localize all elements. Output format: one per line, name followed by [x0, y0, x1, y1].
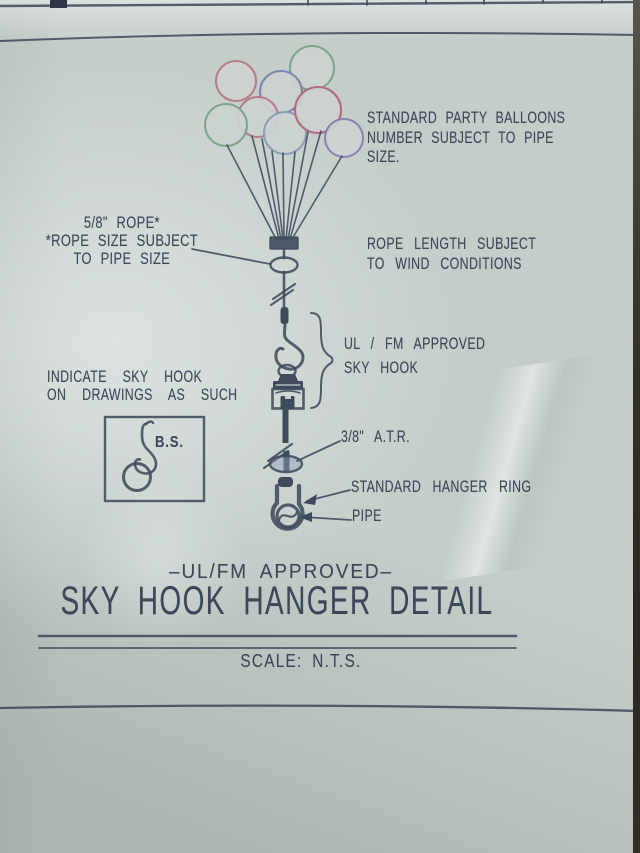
- rope-ferrule: [280, 307, 289, 324]
- hook-curve: [274, 321, 305, 371]
- rope-break-symbol: [269, 282, 297, 307]
- balloon: [262, 110, 308, 156]
- hook-body-core: [280, 396, 295, 409]
- note-pipe: PIPE: [352, 507, 382, 525]
- leader-atr: [296, 440, 341, 462]
- brace-right: [310, 312, 334, 409]
- note-standard-hanger-ring: STANDARD HANGER RING: [351, 478, 532, 496]
- atr-rod: [262, 408, 304, 487]
- pipe-s-curve: [277, 510, 299, 522]
- balloon: [214, 59, 258, 103]
- arrowhead: [299, 512, 312, 522]
- rod-washer: [268, 454, 304, 474]
- photo-edge: [633, 0, 640, 853]
- sheet-border-top: [0, 0, 640, 42]
- hanger-ring-and-pipe: [270, 483, 305, 531]
- bs-ring-glyph: [122, 462, 152, 492]
- titleblock-title: SKY HOOK HANGER DETAIL: [60, 579, 494, 623]
- balloon: [203, 102, 249, 148]
- sheet-border-bottom: [0, 704, 640, 713]
- hanger-ring: [270, 483, 305, 531]
- note-atr: 3/8" A.T.R.: [341, 428, 410, 446]
- titleblock-scale: SCALE: N.T.S.: [240, 651, 362, 671]
- leader-lines: [191, 248, 352, 522]
- title-underline: [37, 634, 518, 649]
- rod-break-symbol: [262, 442, 294, 470]
- rope-loop: [269, 256, 299, 274]
- balloon-cluster: [203, 44, 365, 159]
- leader-rope-size: [191, 248, 271, 265]
- bs-label: B.S.: [155, 434, 184, 451]
- border-tick-block: [50, 0, 67, 8]
- rod-ferrule: [278, 477, 293, 487]
- arrowhead: [303, 494, 317, 505]
- rope-knot-block: [269, 236, 299, 250]
- bs-symbol-box: [103, 415, 206, 503]
- titleblock-approved: –UL/FM APPROVED–: [168, 561, 394, 583]
- sky-hook-assembly: [271, 307, 305, 410]
- balloon-strings: [226, 130, 343, 240]
- rope: [269, 247, 299, 310]
- balloon: [293, 85, 343, 135]
- balloon: [323, 117, 365, 159]
- swivel-collar: [278, 374, 298, 381]
